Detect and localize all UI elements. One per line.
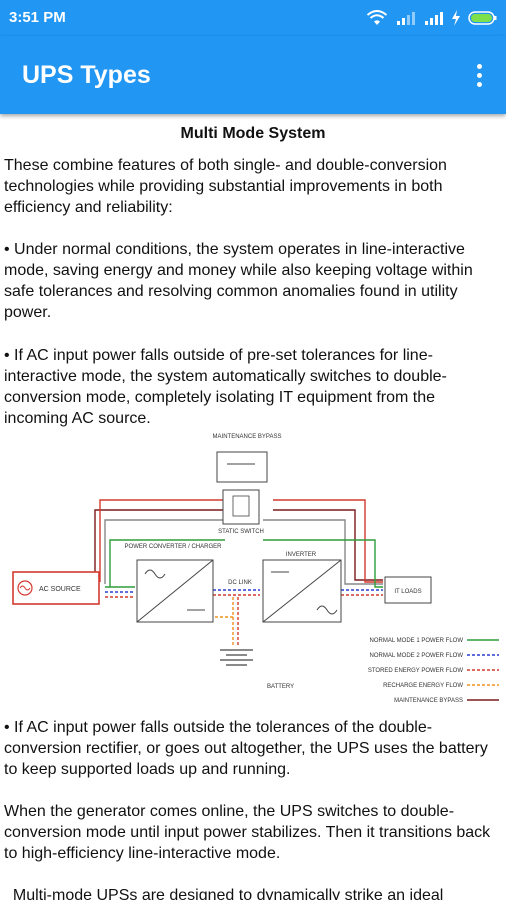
- paragraph-multimode: Multi-mode UPSs are designed to dynamica…: [4, 887, 444, 900]
- battery-label: BATTERY: [267, 684, 294, 690]
- section-heading: Multi Mode System: [180, 125, 326, 142]
- wifi-icon: [366, 10, 388, 25]
- signal-icon: [425, 12, 443, 25]
- status-icons: [366, 8, 498, 28]
- paragraph-bullet-1: • Under normal conditions, the system op…: [4, 241, 473, 321]
- dc-link-label: DC LINK: [228, 580, 252, 586]
- charging-icon: [452, 10, 460, 26]
- paragraph-intro: These combine features of both single- a…: [4, 157, 447, 216]
- more-vert-icon[interactable]: [474, 64, 484, 88]
- legend-label: NORMAL MODE 2 POWER FLOW: [370, 653, 464, 659]
- paragraph-generator: When the generator comes online, the UPS…: [4, 803, 491, 862]
- ac-source-label: AC SOURCE: [39, 586, 81, 593]
- status-bar: 3:51 PM: [0, 0, 506, 36]
- static-switch-label: STATIC SWITCH: [218, 529, 264, 535]
- legend-label: RECHARGE ENERGY FLOW: [383, 683, 463, 689]
- power-converter-label: POWER CONVERTER / CHARGER: [125, 544, 223, 550]
- it-loads-label: IT LOADS: [394, 589, 421, 595]
- maintenance-bypass-label: MAINTENANCE BYPASS: [213, 434, 282, 440]
- legend-label: MAINTENANCE BYPASS: [394, 698, 463, 704]
- paragraph-bullet-3: • If AC input power falls outside the to…: [4, 719, 488, 778]
- status-time: 3:51 PM: [9, 9, 66, 26]
- signal-icon: [397, 12, 415, 25]
- ups-diagram: MAINTENANCE BYPASS STATIC SWITCH POWER C…: [12, 434, 499, 704]
- app-title: UPS Types: [22, 61, 151, 89]
- app-bar: UPS Types: [0, 36, 506, 114]
- inverter-label: INVERTER: [286, 552, 317, 558]
- legend-label: NORMAL MODE 1 POWER FLOW: [370, 638, 464, 644]
- battery-icon: [468, 11, 497, 25]
- paragraph-bullet-2: • If AC input power falls outside of pre…: [4, 347, 447, 427]
- legend-label: STORED ENERGY POWER FLOW: [368, 668, 463, 674]
- article-content: Multi Mode System These combine features…: [0, 114, 506, 900]
